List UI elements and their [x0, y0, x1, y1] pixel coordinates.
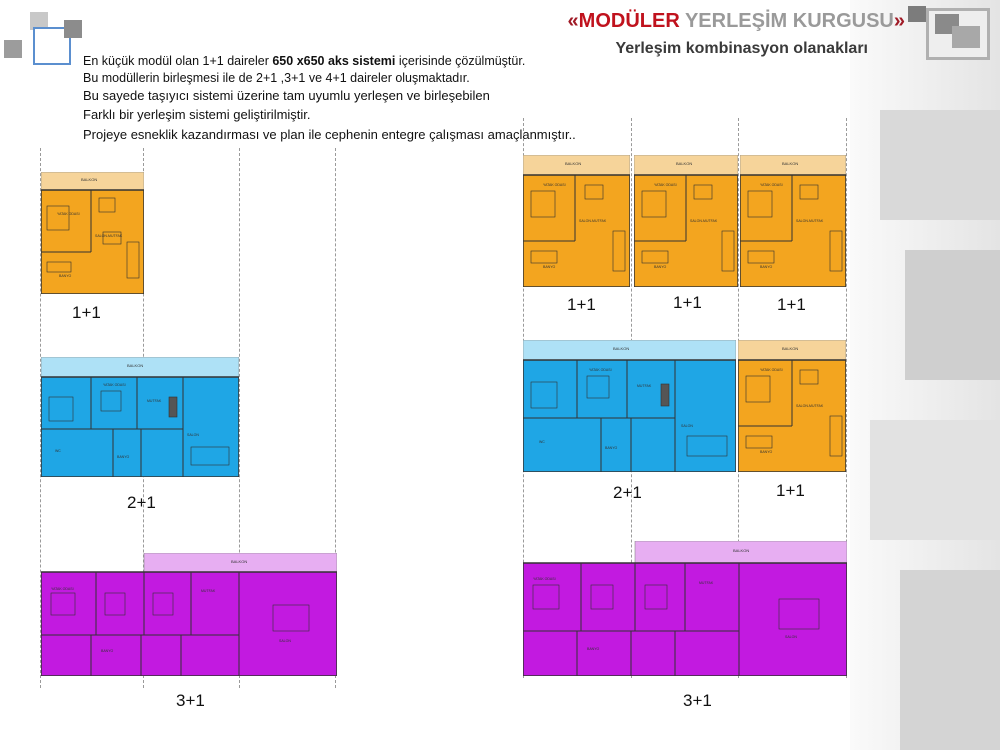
label-right-3plus1: 3+1 — [683, 691, 712, 710]
plan-2plus1: BALKON YATAK ODASI MUTFAK SALON WC BANYO — [41, 357, 239, 477]
page-title: «MODÜLER YERLEŞİM KURGUSU» — [520, 10, 905, 33]
plan-text-mutfak: MUTFAK — [699, 581, 714, 585]
title-word-moduler: MODÜLER — [578, 10, 680, 32]
plan-text-balkon: BALKON — [782, 161, 799, 166]
plan-text-balkon: BALKON — [733, 548, 750, 553]
label-right-2plus1: 2+1 — [613, 483, 642, 502]
plan-text-banyo: BANYO — [117, 455, 130, 459]
plan-text-banyo: BANYO — [59, 274, 72, 278]
label-right-1plus1-b: 1+1 — [673, 293, 702, 312]
axis-line — [335, 148, 336, 688]
decor-square — [30, 12, 48, 30]
axis-line — [846, 118, 847, 678]
label-left-1plus1: 1+1 — [72, 303, 101, 322]
label-right-1plus1-a: 1+1 — [567, 295, 596, 314]
plan-text-banyo: BANYO — [101, 649, 114, 653]
plan-text-yatak: YATAK ODASI — [760, 183, 783, 187]
plan-text-balkon: BALKON — [127, 363, 144, 368]
plan-text-wc: WC — [539, 440, 545, 444]
plan-text-banyo: BANYO — [654, 265, 667, 269]
background-block — [905, 250, 1000, 380]
plan-text-banyo: BANYO — [587, 647, 600, 651]
plan-text-balkon: BALKON — [231, 559, 248, 564]
intro-line-1-bold: 650 x650 aks sistemi — [272, 54, 396, 68]
plan-1plus1-right-d: BALKON YATAK ODASI SALON-MUTFAK BANYO — [738, 340, 846, 472]
plan-text-mutfak: MUTFAK — [147, 399, 162, 403]
plan-text-banyo: BANYO — [760, 450, 773, 454]
plan-text-salon: SALON — [279, 639, 291, 643]
plan-2plus1-right: BALKON YATAK ODASI MUTFAK SALON WC BANYO — [523, 340, 736, 472]
plan-3plus1-left: BALKON YATAK ODASI MUTFAK SALON BANYO — [41, 553, 337, 676]
intro-line-1-pre: En küçük modül olan 1+1 daireler — [83, 54, 273, 68]
intro-line-2: Bu modüllerin birleşmesi ile de 2+1 ,3+1… — [83, 71, 470, 85]
title-word-yerlesim: YERLEŞİM KURGUSU — [679, 10, 894, 32]
intro-line-3: Bu sayede taşıyıcı sistemi üzerine tam u… — [83, 88, 490, 103]
plan-text-salon-mutfak: SALON-MUTFAK — [690, 219, 718, 223]
label-left-3plus1: 3+1 — [176, 691, 205, 710]
plan-text-banyo: BANYO — [543, 265, 556, 269]
plan-text-balkon: BALKON — [613, 346, 630, 351]
plan-text-salon: SALON — [681, 424, 693, 428]
label-left-2plus1: 2+1 — [127, 493, 156, 512]
plan-text-yatak: YATAK ODASI — [760, 368, 783, 372]
plan-text-banyo: BANYO — [760, 265, 773, 269]
background-block — [870, 420, 1000, 540]
plan-text-balkon: BALKON — [676, 161, 693, 166]
plan-1plus1-right-c: BALKON YATAK ODASI SALON-MUTFAK BANYO — [740, 155, 846, 287]
page-subtitle: Yerleşim kombinasyon olanakları — [615, 40, 868, 57]
plan-text-yatak: YATAK ODASI — [533, 577, 556, 581]
plan-text-salon-mutfak: SALON-MUTFAK — [579, 219, 607, 223]
logo-block — [952, 26, 980, 48]
plan-1plus1-right-a: BALKON YATAK ODASI SALON-MUTFAK BANYO — [523, 155, 630, 287]
title-quote-close: » — [893, 10, 905, 32]
plan-text-balkon: BALKON — [565, 161, 582, 166]
plan-text-yatak: YATAK ODASI — [51, 587, 74, 591]
plan-text-salon-mutfak: SALON-MUTFAK — [796, 404, 824, 408]
plan-text-balkon: BALKON — [782, 346, 799, 351]
plan-text-yatak: YATAK ODASI — [57, 212, 80, 216]
intro-line-4: Farklı bir yerleşim sistemi geliştirilmi… — [83, 107, 311, 122]
plan-text-salon: SALON — [785, 635, 797, 639]
plan-text-yatak: YATAK ODASI — [543, 183, 566, 187]
label-right-1plus1-d: 1+1 — [776, 481, 805, 500]
plan-text-mutfak: MUTFAK — [201, 589, 216, 593]
intro-line-1-post: içerisinde çözülmüştür. — [395, 54, 526, 68]
background-block — [880, 110, 1000, 220]
label-right-1plus1-c: 1+1 — [777, 295, 806, 314]
logo-block — [908, 6, 926, 22]
plan-text-wc: WC — [55, 449, 61, 453]
plan-text-yatak: YATAK ODASI — [654, 183, 677, 187]
background-block — [900, 570, 1000, 750]
title-quote-open: « — [567, 10, 579, 32]
decor-square — [4, 40, 22, 58]
intro-line-5: Projeye esneklik kazandırması ve plan il… — [83, 127, 576, 142]
plan-text-salon-mutfak: SALON-MUTFAK — [95, 234, 123, 238]
axis-line — [239, 148, 240, 688]
plan-text-mutfak: MUTFAK — [637, 384, 652, 388]
plan-text-salon: SALON — [187, 433, 199, 437]
plan-text-salon-mutfak: SALON-MUTFAK — [796, 219, 824, 223]
plan-text-yatak: YATAK ODASI — [589, 368, 612, 372]
plan-1plus1-right-b: BALKON YATAK ODASI SALON-MUTFAK BANYO — [634, 155, 738, 287]
intro-line-1: En küçük modül olan 1+1 daireler 650 x65… — [83, 53, 525, 69]
plan-3plus1-right: BALKON YATAK ODASI MUTFAK SALON BANYO — [523, 541, 847, 676]
plan-text-balkon: BALKON — [81, 177, 98, 182]
plan-text-banyo: BANYO — [605, 446, 618, 450]
decor-square — [64, 20, 82, 38]
plan-text-yatak: YATAK ODASI — [103, 383, 126, 387]
plan-1plus1-single: BALKON YATAK ODASI SALON-MUTFAK BANYO — [41, 172, 144, 294]
